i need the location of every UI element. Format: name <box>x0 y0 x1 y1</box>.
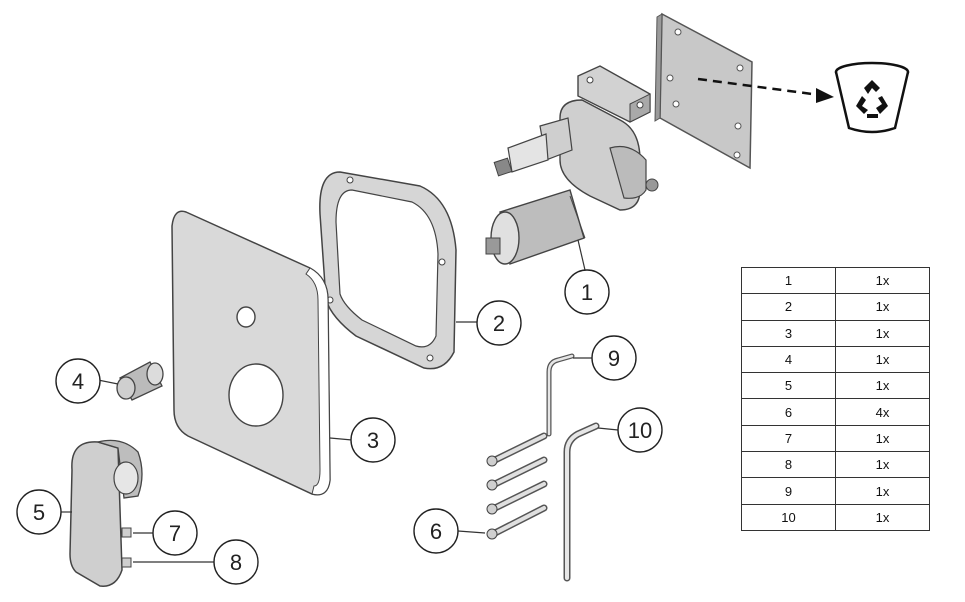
callout-3: 3 <box>350 417 396 463</box>
svg-text:4: 4 <box>72 369 84 394</box>
recycle-symbol <box>856 80 888 118</box>
table-row: 8 1x <box>741 451 930 479</box>
quantity-cell: 1x <box>835 477 930 505</box>
part-number-cell: 10 <box>741 503 836 531</box>
part-2-gasket <box>319 171 457 370</box>
quantity-cell: 1x <box>835 293 930 321</box>
table-row: 5 1x <box>741 372 930 400</box>
table-row: 9 1x <box>741 477 930 505</box>
svg-text:6: 6 <box>430 519 442 544</box>
part-number-cell: 1 <box>741 266 836 295</box>
quantity-cell: 1x <box>835 424 930 453</box>
table-row: 10 1x <box>741 503 930 531</box>
part-3-cover-plate <box>171 210 331 496</box>
part-9-hex-key <box>546 353 575 437</box>
part-8-set-screw <box>121 557 132 568</box>
screw <box>486 456 548 491</box>
svg-text:1: 1 <box>581 280 593 305</box>
part-number-cell: 7 <box>741 424 836 453</box>
callout-6: 6 <box>413 508 459 554</box>
screw <box>486 432 548 467</box>
part-4-cap <box>116 361 164 401</box>
part-10-hex-key <box>563 422 600 582</box>
quantity-cell: 1x <box>835 372 930 400</box>
part-number-cell: 6 <box>741 398 836 426</box>
svg-text:3: 3 <box>367 428 379 453</box>
part-number-cell: 4 <box>741 345 836 374</box>
callout-2: 2 <box>476 300 522 346</box>
table-row: 6 4x <box>741 398 930 426</box>
table-row: 3 1x <box>741 319 930 347</box>
svg-text:10: 10 <box>628 418 652 443</box>
quantity-cell: 1x <box>835 345 930 374</box>
callout-4: 4 <box>55 358 101 404</box>
svg-text:2: 2 <box>493 311 505 336</box>
callout-5: 5 <box>16 489 62 535</box>
callout-9: 9 <box>591 335 637 381</box>
svg-text:9: 9 <box>608 346 620 371</box>
part-5-lever-handle <box>69 439 143 587</box>
callout-10: 10 <box>617 407 663 453</box>
part-1-valve-body <box>485 65 659 265</box>
callout-1: 1 <box>564 269 610 315</box>
callout-7: 7 <box>152 510 198 556</box>
quantity-cell: 1x <box>835 319 930 347</box>
discard-arrow <box>697 77 834 103</box>
screw <box>486 480 548 515</box>
leader-lines <box>60 239 619 563</box>
part-number-cell: 8 <box>741 451 836 479</box>
part-7-set-screw <box>121 527 132 538</box>
screw <box>486 504 548 540</box>
parts-quantity-table: 1 1x 2 1x 3 1x 4 1x 5 1x 6 4x 7 1x 8 1x <box>741 266 930 531</box>
part-6-screws <box>486 432 548 540</box>
table-row: 1 1x <box>741 266 930 295</box>
part-number-cell: 5 <box>741 372 836 400</box>
svg-text:8: 8 <box>230 550 242 575</box>
quantity-cell: 1x <box>835 503 930 531</box>
part-number-cell: 3 <box>741 319 836 347</box>
svg-text:7: 7 <box>169 521 181 546</box>
quantity-cell: 4x <box>835 398 930 426</box>
table-row: 4 1x <box>741 345 930 374</box>
callout-8: 8 <box>213 539 259 585</box>
svg-text:5: 5 <box>33 500 45 525</box>
protection-plate <box>654 12 753 170</box>
part-number-cell: 9 <box>741 477 836 505</box>
quantity-cell: 1x <box>835 451 930 479</box>
part-number-cell: 2 <box>741 293 836 321</box>
recycle-bin-icon <box>834 61 910 134</box>
table-row: 2 1x <box>741 293 930 321</box>
table-row: 7 1x <box>741 424 930 453</box>
quantity-cell: 1x <box>835 266 930 295</box>
